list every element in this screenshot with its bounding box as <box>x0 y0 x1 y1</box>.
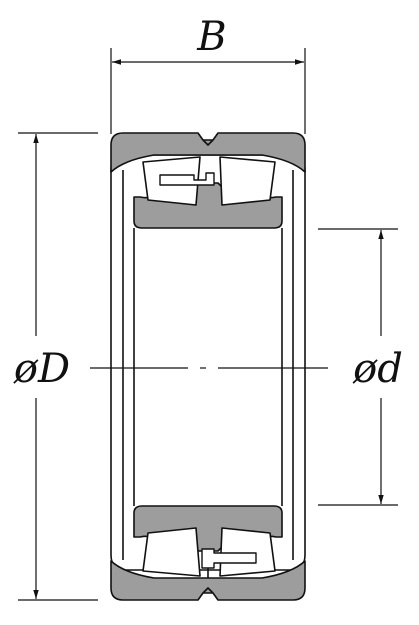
roller-bottom-left <box>142 527 201 577</box>
width-label: B <box>196 14 226 60</box>
lubrication-groove-top <box>202 139 214 146</box>
cage-top <box>159 172 215 186</box>
roller-top-right <box>219 156 276 206</box>
outer-ring-bottom <box>110 560 306 601</box>
outer-diameter-label: øD <box>13 346 70 392</box>
bottom-section <box>110 505 306 601</box>
outer-diameter-dimension: øD <box>13 132 98 601</box>
bore-diameter-dimension: ød <box>318 228 403 506</box>
cage-bottom <box>201 548 257 569</box>
roller-bottom-right <box>219 527 276 577</box>
bore-diameter-label: ød <box>352 346 403 392</box>
outer-ring-top <box>110 132 306 173</box>
lubrication-groove-bottom <box>202 587 214 594</box>
width-dimension: B <box>110 14 306 134</box>
top-section <box>110 132 306 229</box>
